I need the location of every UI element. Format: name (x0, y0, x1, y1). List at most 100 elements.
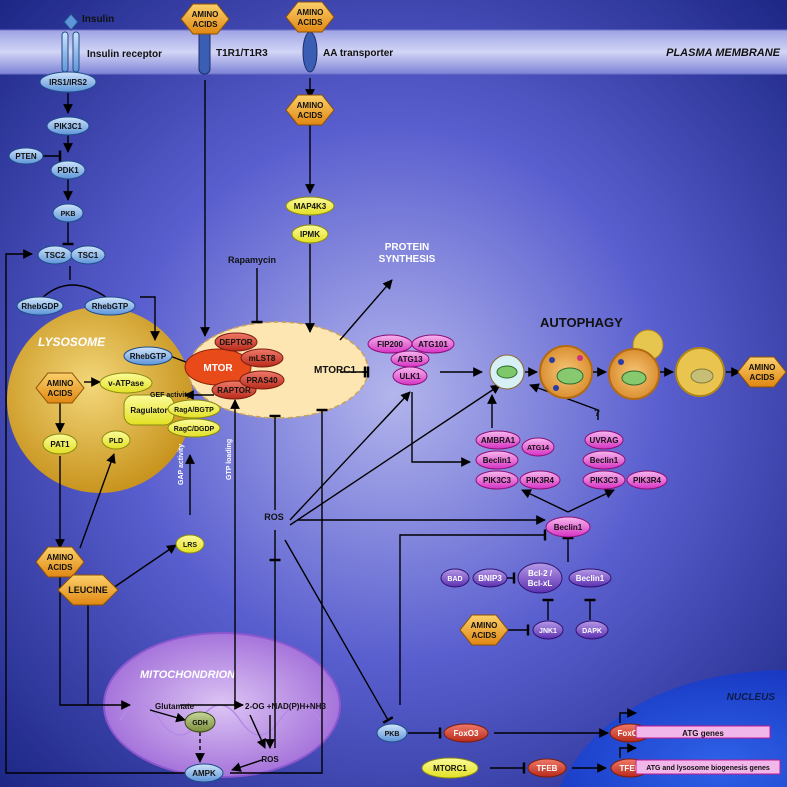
mlst8-label: mLST8 (249, 354, 276, 363)
ipmk-node (291, 224, 329, 244)
bcl2-label-line1: Bcl-2 / (528, 569, 553, 578)
lrs-node (175, 534, 205, 554)
atg-genes-label: ATG genes (682, 729, 724, 738)
lrs-node-label: LRS (183, 542, 197, 549)
ambra1-node (475, 430, 521, 450)
tsc2-node-label: TSC2 (45, 251, 66, 260)
pik3c3-b-node-label: PIK3C3 (590, 476, 619, 485)
aa-hex-lysosome (35, 372, 85, 404)
pathway-edges (5, 78, 741, 774)
aa-hex-output-label: ACIDS (750, 373, 776, 382)
irs-node-label: IRS1/IRS2 (49, 78, 87, 87)
pat1-node (42, 433, 78, 455)
gap-activity-label: GAP activity (178, 444, 185, 485)
beclin1-b-node (582, 450, 626, 470)
lyso-genes-box (635, 759, 781, 775)
aa-hex-jnk (459, 614, 509, 646)
ambra1-node-label: AMBRA1 (481, 436, 516, 445)
gdh-node-label: GDH (192, 720, 208, 727)
aa-hex-cytoplasm-label: AMINO (297, 101, 324, 110)
ketoglutarate-label: 2-OG +NAD(P)H+NH3 (245, 702, 326, 711)
tfeb-node (527, 758, 567, 778)
bnip3-node (472, 568, 508, 588)
atg101-node (411, 334, 455, 354)
atg-genes-box (635, 725, 771, 739)
pten-node-label: PTEN (15, 152, 37, 161)
apop-beclin1-node (568, 568, 612, 588)
dapk-node (575, 620, 609, 640)
ipmk-node-label: IPMK (300, 230, 320, 239)
pik3r4-a-node-label: PIK3R4 (526, 476, 555, 485)
rheb-gdp-node (16, 296, 64, 316)
autolysosome-stage (608, 329, 664, 400)
insulin-label: Insulin (82, 14, 114, 25)
atg101-node-label: ATG101 (418, 340, 448, 349)
raga-label: RagA/BGTP (174, 407, 214, 414)
gtp-loading-label: GTP loading (226, 439, 233, 480)
deptor-label: DEPTOR (219, 338, 252, 347)
rheb-gtp-node (84, 296, 136, 316)
protein-synthesis-line1: PROTEIN (385, 242, 429, 253)
foxo3-nuc-node-label: FoxO3 (618, 729, 643, 738)
mtorc1-nuc-node (421, 757, 479, 779)
tsc1-node-label: TSC1 (78, 251, 99, 260)
aa-hex-lysosome-label: AMINO (47, 379, 74, 388)
aa-hex-membrane-right (285, 1, 335, 33)
beclin1-c-node (545, 516, 591, 538)
aa-hex-cytoplasm-label: ACIDS (298, 111, 324, 120)
degradation-stage (675, 347, 725, 397)
gef-activity-label: GEF activity (150, 392, 191, 399)
bad-node (440, 568, 470, 588)
aa-hex-jnk-label: ACIDS (472, 631, 498, 640)
aa-hex-output-label: AMINO (749, 363, 776, 372)
pld-node (101, 430, 131, 450)
ulk1-node (392, 366, 428, 386)
t1r-receptor (198, 29, 211, 75)
plasma-membrane-label: PLASMA MEMBRANE (666, 47, 781, 59)
irs-node (39, 71, 97, 93)
deptor-node (214, 332, 258, 352)
pten-node (8, 147, 44, 165)
lyso-rheb-gtp-node (123, 346, 173, 366)
mtor-label: MTOR (203, 363, 233, 374)
ulk1-node-label: ULK1 (400, 372, 421, 381)
foxo3-node (443, 723, 489, 743)
jnk1-node-label: JNK1 (539, 628, 557, 635)
insulin-receptor (61, 13, 80, 73)
aa-hex-cytoplasm (285, 94, 335, 126)
dapk-node-label: DAPK (582, 628, 602, 635)
bcl2-label-line2: Bcl-xL (528, 579, 553, 588)
pdk1-node-label: PDK1 (57, 166, 79, 175)
pik3c3-a-node-label: PIK3C3 (483, 476, 512, 485)
apop-beclin1-node-label: Beclin1 (576, 574, 605, 583)
tfeb-nuc-node-label: TFEB (620, 764, 641, 773)
aa-hex-membrane-left-label: ACIDS (193, 20, 219, 29)
phagophore-stage (489, 354, 525, 390)
ros-label: ROS (264, 512, 284, 522)
autophagy-label: AUTOPHAGY (540, 315, 623, 330)
pik3c3-b-node (582, 470, 626, 490)
pat1-node-label: PAT1 (50, 440, 70, 449)
beclin1-a-node-label: Beclin1 (483, 456, 512, 465)
tfeb-node-label: TFEB (537, 764, 558, 773)
leucine-hex-label: LEUCINE (68, 585, 108, 595)
aa-transporter-label: AA transporter (323, 48, 393, 59)
mito-ros-label: ROS (261, 755, 279, 764)
vatpase-node-label: v-ATPase (108, 379, 144, 388)
beclin1-c-node-label: Beclin1 (554, 523, 583, 532)
aa-hex-jnk-label: AMINO (471, 621, 498, 630)
atg14-node (521, 437, 555, 457)
ragc-label: RagC/DGDP (174, 426, 215, 433)
beclin1-a-node (475, 450, 519, 470)
question-mark: ? (594, 408, 600, 419)
tsc1-node (70, 245, 106, 265)
bnip3-node-label: BNIP3 (478, 574, 502, 583)
gdh-node (184, 711, 216, 733)
ampk-node (184, 763, 224, 783)
pik3r4-a-node (519, 470, 561, 490)
rheb-gtp-node-label: RhebGTP (92, 302, 129, 311)
mitochondrion-label: MITOCHONDRION (140, 669, 236, 681)
map4k3-node-label: MAP4K3 (294, 202, 327, 211)
aa-hex-lower-label: AMINO (47, 553, 74, 562)
